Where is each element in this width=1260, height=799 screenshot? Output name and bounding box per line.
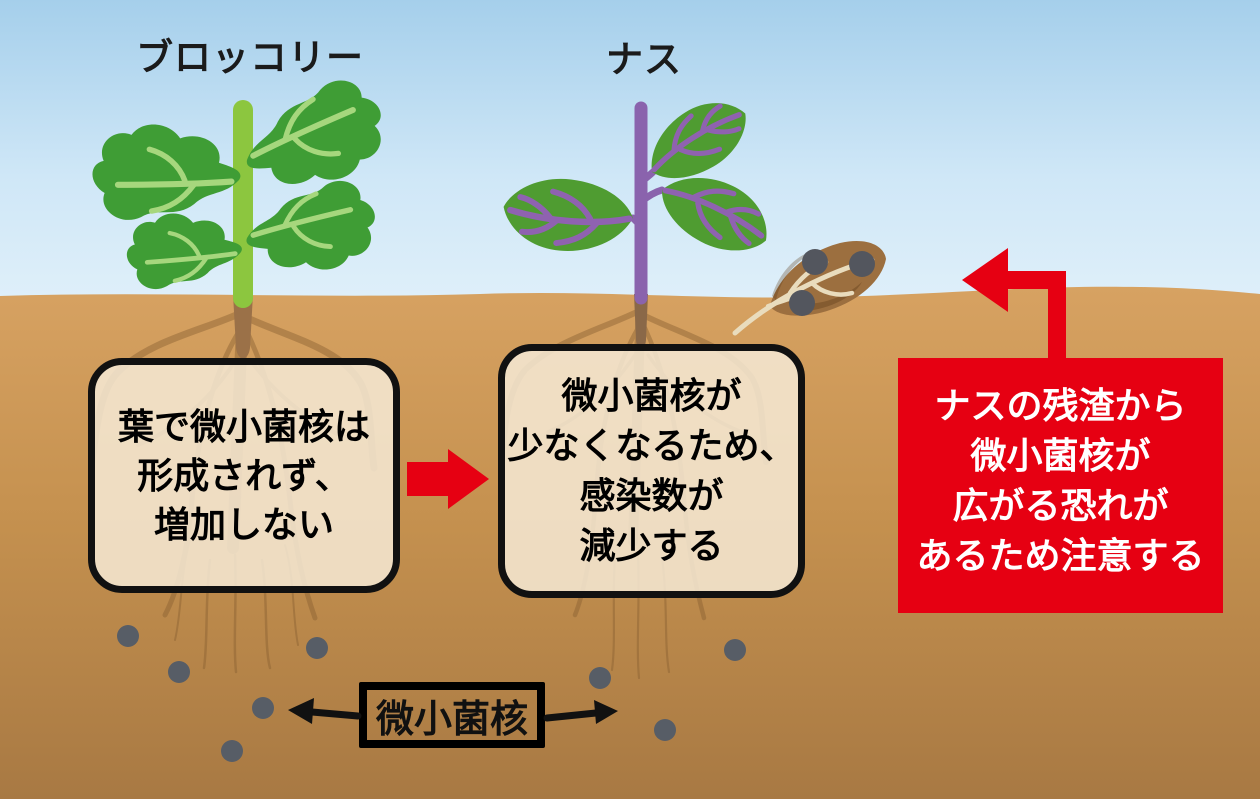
sclerotia-dot bbox=[252, 697, 274, 719]
warning-line: あるため注意する bbox=[916, 534, 1205, 576]
eggplant-petiole bbox=[629, 214, 645, 230]
note-broccoli-line: 葉で微小菌核は bbox=[117, 406, 370, 447]
sclerotia-dot bbox=[221, 740, 243, 762]
sclerotia-dot bbox=[168, 661, 190, 683]
sclerotia-label-text: 微小菌核 bbox=[375, 698, 528, 741]
sclerotia-dot bbox=[724, 639, 746, 661]
residue-sclerotia-dot bbox=[789, 290, 815, 316]
residue-leaf bbox=[732, 240, 886, 336]
eggplant-plant bbox=[499, 87, 781, 305]
note-eggplant-box: 微小菌核が 少なくなるため、 感染数が 減少する bbox=[498, 344, 805, 598]
note-broccoli-line: 増加しない bbox=[153, 504, 334, 545]
residue-sclerotia-dot bbox=[849, 251, 875, 277]
eggplant-petiole bbox=[637, 168, 657, 186]
sclerotia-dot bbox=[306, 637, 328, 659]
residue-sclerotia-dot bbox=[802, 249, 828, 275]
note-eggplant-line: 微小菌核が bbox=[561, 375, 742, 416]
sclerotia-dot bbox=[117, 625, 139, 647]
sclerotia-dots bbox=[117, 625, 746, 762]
label-eggplant: ナス bbox=[606, 39, 682, 80]
note-broccoli-line: 形成されず、 bbox=[137, 455, 351, 496]
eggplant-leaf bbox=[499, 172, 637, 259]
note-eggplant-line: 少なくなるため、 bbox=[507, 425, 796, 466]
note-broccoli-box: 葉で微小菌核は 形成されず、 増加しない bbox=[88, 358, 400, 593]
warning-line: ナスの残渣から bbox=[934, 384, 1187, 426]
note-eggplant-line: 減少する bbox=[579, 525, 724, 566]
warning-line: 微小菌核が bbox=[970, 434, 1151, 476]
warning-line: 広がる恐れが bbox=[952, 484, 1169, 526]
sclerotia-dot bbox=[654, 719, 676, 741]
sclerotia-label-box: 微小菌核 bbox=[359, 682, 545, 748]
note-eggplant-line: 感染数が bbox=[579, 475, 724, 516]
broccoli-leaf bbox=[125, 211, 243, 293]
sclerotia-dot bbox=[589, 667, 611, 689]
broccoli-root-crown bbox=[233, 294, 253, 359]
label-broccoli: ブロッコリー bbox=[136, 37, 364, 78]
broccoli-plant bbox=[87, 71, 395, 308]
broccoli-leaf bbox=[232, 71, 395, 202]
warning-box: ナスの残渣から 微小菌核が 広がる恐れが あるため注意する bbox=[898, 358, 1223, 613]
broccoli-leaf bbox=[241, 178, 380, 278]
eggplant-root-crown bbox=[634, 294, 648, 349]
eggplant-petiole bbox=[637, 186, 666, 206]
